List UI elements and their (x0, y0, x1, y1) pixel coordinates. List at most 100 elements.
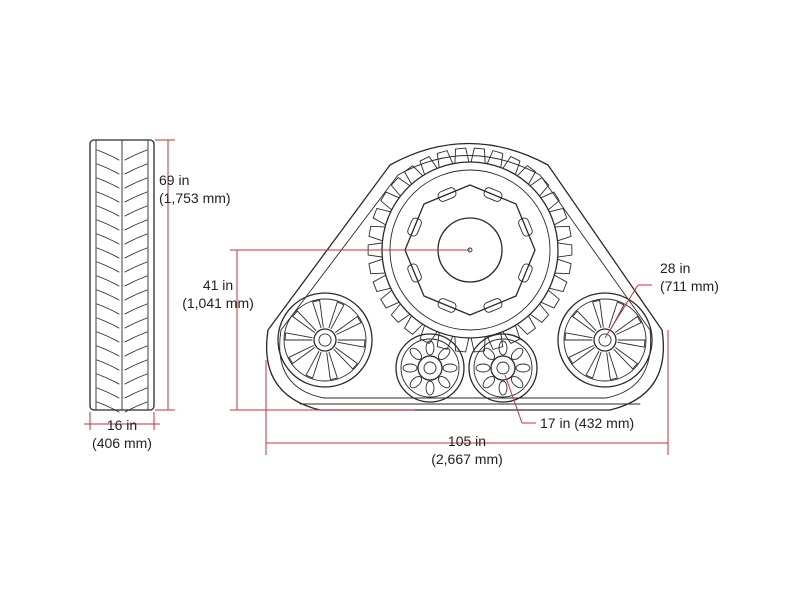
sprocket-tooth (404, 165, 424, 185)
track-side-view (266, 142, 664, 411)
wheel-spoke (564, 332, 593, 341)
bogie-slot (409, 375, 423, 389)
sprocket-tooth (548, 274, 568, 293)
tread-lug-right (124, 359, 148, 371)
tread-lug-right (124, 177, 148, 189)
tread-lug-right (124, 317, 148, 329)
dimension-lines (84, 139, 669, 455)
label-track-length-mm: (2,667 mm) (431, 451, 503, 467)
tread-lug-right (124, 345, 148, 357)
label-track-height-mm: (1,753 mm) (159, 190, 231, 206)
bogie-slot (482, 347, 496, 361)
wheel-hub-cap (598, 333, 612, 347)
label-idler-mm: (711 mm) (660, 278, 719, 294)
wheel-rim (563, 298, 647, 382)
sprocket-tooth (557, 242, 573, 258)
bogie-slot (425, 340, 435, 356)
sprocket-tooth (486, 150, 504, 169)
wheel-spoke (606, 351, 618, 381)
wheel-tire (277, 292, 373, 388)
tread-lug-right (124, 401, 148, 413)
sprocket-tooth (502, 324, 521, 344)
tread-lug-right (124, 205, 148, 217)
wheel-spoke (284, 332, 313, 341)
wheel-spoke (328, 301, 345, 330)
wheel-hub-cap (318, 333, 332, 347)
drive-sprocket (367, 147, 573, 353)
sprocket-tooth (516, 165, 536, 185)
sprocket-tooth (516, 315, 536, 335)
sprocket-hub-plate (404, 184, 536, 316)
bogie-slot (442, 363, 458, 373)
bogie-hub (490, 355, 516, 381)
sprocket-tooth (436, 150, 454, 169)
tread-lug-right (124, 247, 148, 259)
bogie-slot (437, 347, 451, 361)
sprocket-tooth (454, 336, 470, 353)
tread-lug-left (96, 401, 120, 413)
tread-lug-right (124, 233, 148, 245)
sprocket-tooth (436, 331, 454, 350)
bogie-slot (510, 347, 524, 361)
tread-lug-left (96, 219, 120, 231)
tread-lug-left (96, 275, 120, 287)
tread-lug-left (96, 331, 120, 343)
bogie-slot (498, 340, 508, 356)
wheel-spoke (592, 299, 604, 329)
tread-lug-left (96, 289, 120, 301)
bogie-slot (437, 375, 451, 389)
idler-wheel-front (277, 292, 373, 388)
track-belt-side-outline (266, 142, 664, 411)
bogie-slot (402, 363, 418, 373)
sprocket-tooth (454, 147, 470, 164)
tread-lug-left (96, 317, 120, 329)
tread-lug-right (124, 289, 148, 301)
sprocket-tooth (372, 274, 392, 293)
sprocket-tooth (548, 207, 568, 226)
tread-lugs (96, 149, 148, 413)
sprocket-tooth (368, 258, 386, 275)
sprocket-tooth (390, 303, 411, 323)
sprocket-tooth (529, 303, 550, 323)
idler-wheel-rear (557, 292, 653, 388)
wheel-spoke (615, 316, 642, 335)
wheel-tire (557, 292, 653, 388)
label-track-width-in: 16 in (107, 417, 137, 433)
label-axle-height-in: 41 in (203, 277, 233, 293)
wheel-spoke (337, 339, 366, 348)
sprocket-tooth (486, 331, 504, 350)
tread-lug-right (124, 261, 148, 273)
bogie-hub (417, 355, 443, 381)
tread-lug-left (96, 345, 120, 357)
sprocket-tooth (390, 177, 411, 197)
bogie-hub-cap (496, 361, 510, 375)
bogie-slot (510, 375, 524, 389)
wheel-spoke (305, 350, 322, 379)
track-belt-side-inner (279, 155, 652, 399)
tread-lug-left (96, 373, 120, 385)
wheel-spoke (617, 339, 646, 348)
tread-lug-right (124, 149, 148, 161)
tread-lug-left (96, 205, 120, 217)
bogie-slot (425, 380, 435, 396)
sprocket-tooth (554, 258, 572, 275)
label-idler-in: 28 in (660, 260, 690, 276)
dim-idler-leader (604, 284, 639, 339)
bogie-slot (409, 347, 423, 361)
track-front-view (89, 139, 155, 413)
bogie-rim (473, 338, 533, 398)
sprocket-tooth (540, 289, 560, 309)
label-axle-height-mm: (1,041 mm) (182, 295, 254, 311)
label-track-length-in: 105 in (448, 433, 486, 449)
wheel-spoke (335, 316, 362, 335)
tread-lug-left (96, 191, 120, 203)
tread-lug-right (124, 331, 148, 343)
tread-lug-left (96, 233, 120, 245)
sprocket-tooth (529, 177, 550, 197)
wheel-spoke (333, 347, 358, 370)
bogie-tire (468, 333, 538, 403)
wheel-spoke (292, 310, 317, 333)
tread-lug-left (96, 261, 120, 273)
bogie-slot (482, 375, 496, 389)
